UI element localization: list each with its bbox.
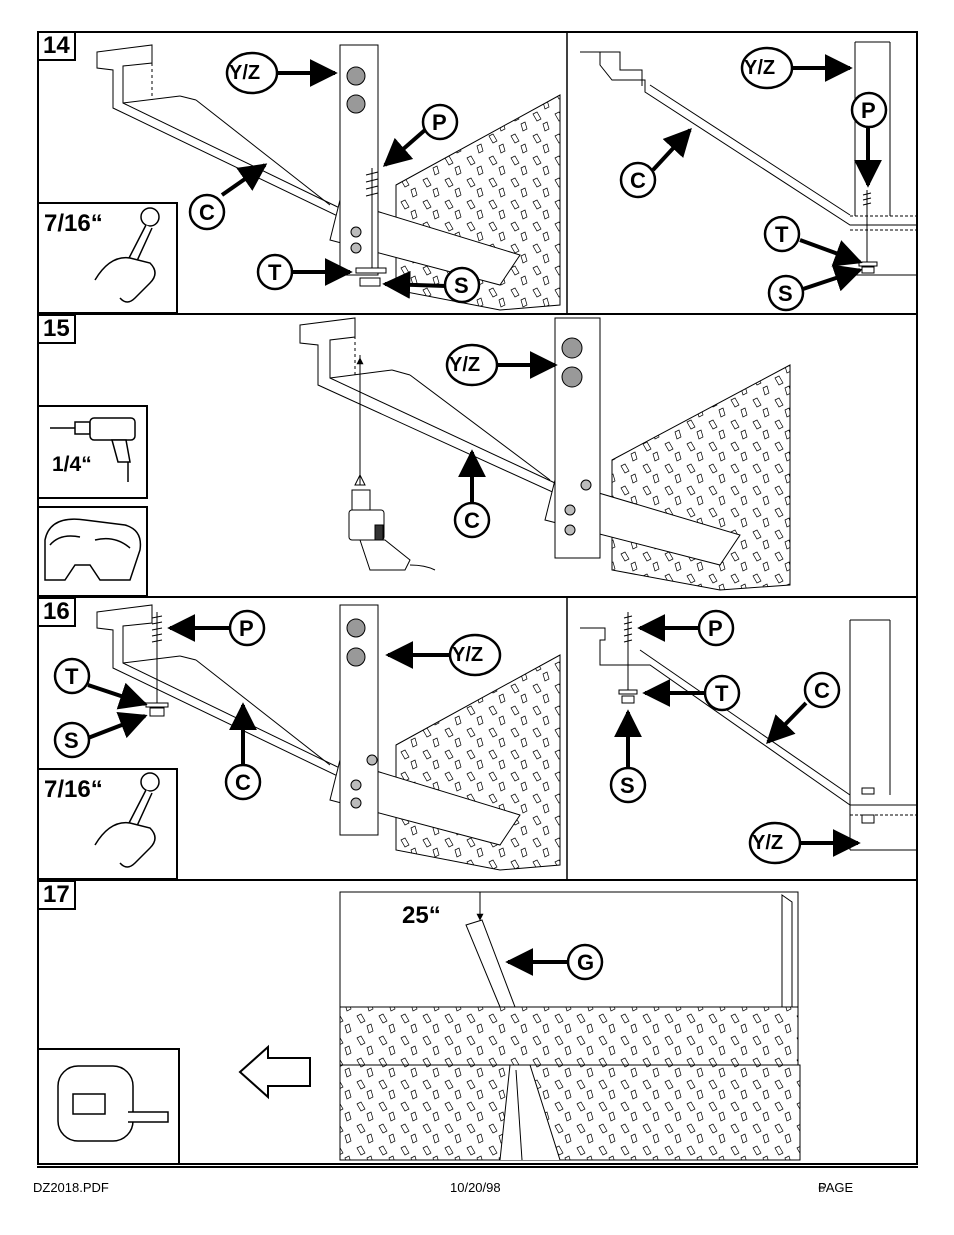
callout-t: T [775,222,789,247]
callout-yz: Y/Z [229,62,261,84]
step14-bracket-drawing [96,44,561,311]
step-number-15: 15 [37,314,76,344]
callout-t: T [65,664,79,689]
callout-c: C [235,770,251,795]
callout-p: P [432,110,447,135]
callout-c: C [464,508,480,533]
callout-g: G [577,950,595,975]
wrench-size-label: 7/16“ [44,210,103,237]
callout-c: C [630,168,646,193]
wrench-size-label: 7/16“ [44,776,103,803]
footer-page-word: PAGE [818,1180,854,1195]
drill-bit-size-label: 1/4“ [52,453,92,476]
step-number-16: 16 [37,597,76,627]
step17-running-board-drawing [339,891,801,1161]
footer-page-number: 6 [818,1180,826,1195]
step16-bracket-drawing [96,604,561,871]
callout-s: S [620,773,635,798]
step-number-14: 14 [37,31,76,61]
callout-s: S [454,273,469,298]
callout-yz: Y/Z [744,57,776,79]
callout-c: C [199,200,215,225]
footer-page-label: PAGE [818,1180,853,1195]
footer-filename: DZ2018.PDF [33,1180,109,1195]
footer-date: 10/20/98 [450,1180,501,1195]
measurement-label: 25“ [402,902,441,929]
callout-s: S [64,728,79,753]
direction-arrow-icon [238,1044,311,1100]
callout-yz: Y/Z [452,644,484,666]
callout-p: P [861,98,876,123]
callout-t: T [715,681,729,706]
step-number-17: 17 [37,880,76,910]
callout-yz: Y/Z [449,354,481,376]
callout-s: S [778,281,793,306]
step16-side-view-drawing [580,612,918,851]
callout-t: T [268,260,282,285]
step14-side-view-drawing [580,41,918,276]
callout-c: C [814,678,830,703]
callout-yz: Y/Z [752,832,784,854]
callout-p: P [708,616,723,641]
callout-p: P [239,616,254,641]
step15-bracket-drawing [299,317,791,591]
